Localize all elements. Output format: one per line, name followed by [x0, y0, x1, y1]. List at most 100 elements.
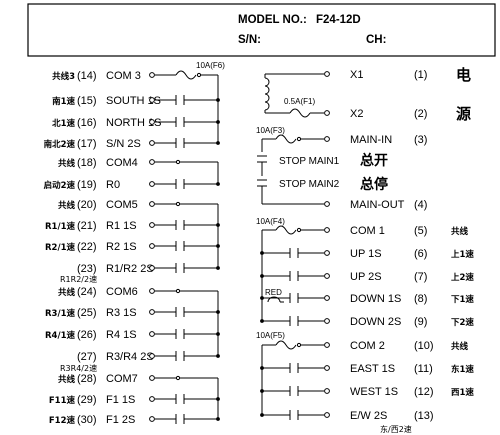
- left-terminal-cn: 共线: [58, 200, 76, 211]
- r12-sublabel: R1R2/2速: [60, 275, 97, 284]
- right-terminal-row: DOWN 1S(8)下1速: [324, 293, 474, 305]
- left-terminal-num: (21): [77, 220, 97, 232]
- left-terminal-node: [149, 140, 155, 146]
- right-terminal-row: COM 2(10)共线: [324, 340, 469, 352]
- left-terminal-row: 北1速(16)NORTH 1S: [52, 117, 161, 129]
- left-terminal-label: SOUTH 1S: [106, 95, 161, 107]
- right-terminal-row: MAIN-OUT(4): [324, 199, 427, 211]
- right-terminal-num: (12): [414, 386, 434, 398]
- header-box: MODEL NO.: F24-12D S/N: CH:: [27, 3, 496, 57]
- left-terminal-cn: F12速: [49, 415, 76, 426]
- stop-main1-label: STOP MAIN1: [279, 156, 340, 167]
- left-terminal-cn: R3/1速: [45, 308, 75, 319]
- left-terminal-node: [149, 72, 155, 78]
- left-terminal-cn: R4/1速: [45, 330, 75, 341]
- right-terminal-num: (6): [414, 248, 427, 260]
- left-terminal-row: R4/1速(26)R4 1S: [45, 329, 155, 341]
- left-terminal-cn: 南1速: [52, 96, 75, 107]
- right-terminal-label: COM 1: [350, 225, 385, 237]
- right-terminal-node: [324, 412, 330, 418]
- left-terminal-label: COM7: [106, 373, 138, 385]
- right-terminal-cn: 电: [456, 66, 471, 84]
- left-terminal-label: F1 2S: [106, 414, 135, 426]
- left-terminal-num: (29): [77, 394, 97, 406]
- left-terminal-node: [149, 396, 155, 402]
- left-terminal-num: (17): [77, 138, 97, 150]
- right-terminal-row: WEST 1S(12)西1速: [324, 386, 474, 398]
- right-terminal-row: UP 2S(7)上2速: [324, 271, 474, 283]
- left-terminal-node: [149, 119, 155, 125]
- left-terminal-row: F11速(29)F1 1S: [49, 394, 155, 406]
- left-terminal-label: R1 1S: [106, 220, 137, 232]
- right-terminal-label: X2: [350, 108, 363, 120]
- right-terminal-label: X1: [350, 69, 363, 81]
- left-terminal-num: (23): [77, 263, 97, 275]
- right-terminal-row: EAST 1S(11)东1速: [324, 363, 474, 375]
- right-terminal-num: (7): [414, 271, 427, 283]
- left-terminal-label: R3/R4 2S: [106, 351, 154, 363]
- right-terminal-node: [324, 136, 330, 142]
- left-terminal-label: COM6: [106, 286, 138, 298]
- ch-label: CH:: [366, 34, 386, 46]
- right-terminal-row: MAIN-IN(3): [324, 134, 427, 146]
- left-terminal-num: (26): [77, 329, 97, 341]
- right-terminal-cn: 下2速: [451, 317, 474, 328]
- sn-label: S/N:: [238, 34, 261, 46]
- left-terminal-cn: 共线: [58, 374, 76, 385]
- left-terminal-cn: R1/1速: [45, 221, 75, 232]
- right-terminal-node: [324, 201, 330, 207]
- left-terminal-label: R3 1S: [106, 307, 137, 319]
- left-terminal-cn: 北1速: [52, 118, 75, 129]
- right-terminal-label: DOWN 2S: [350, 316, 401, 328]
- right-terminal-label: DOWN 1S: [350, 293, 401, 305]
- right-terminal-label: E/W 2S: [350, 410, 387, 422]
- left-wiring: [155, 70, 220, 424]
- left-terminal-node: [149, 243, 155, 249]
- right-terminal-label: UP 1S: [350, 248, 382, 260]
- left-terminal-row: 南北2速(17)S/N 2S: [44, 138, 155, 150]
- right-terminal-num: (11): [414, 363, 433, 375]
- fuse-f3-label: 10A(F3): [256, 126, 285, 135]
- left-terminal-row: 共线(18)COM4: [58, 157, 155, 169]
- right-terminal-label: MAIN-IN: [350, 134, 392, 146]
- right-terminal-label: COM 2: [350, 340, 385, 352]
- left-terminal-num: (22): [77, 241, 97, 253]
- model-label: MODEL NO.:: [238, 14, 307, 26]
- left-terminal-node: [149, 97, 155, 103]
- right-terminal-num: (5): [414, 225, 427, 237]
- ew2-sublabel: 东/西2速: [380, 424, 412, 434]
- right-terminal-node: [324, 388, 330, 394]
- r34-sublabel: R3R4/2速: [60, 364, 97, 373]
- stop-open-cn: 总开: [360, 152, 388, 169]
- right-terminal-cn: 上1速: [451, 249, 474, 260]
- right-terminal-node: [324, 110, 330, 116]
- fuse-f4-label: 10A(F4): [256, 217, 285, 226]
- right-terminal-num: (9): [414, 316, 427, 328]
- left-terminal-node: [149, 222, 155, 228]
- left-terminal-node: [149, 353, 155, 359]
- left-terminal-num: (28): [77, 373, 97, 385]
- left-terminal-row: (23)R1/R2 2S: [77, 263, 155, 275]
- right-terminal-node: [324, 295, 330, 301]
- left-terminal-num: (20): [77, 199, 97, 211]
- left-terminal-num: (24): [77, 286, 97, 298]
- red-label: RED: [265, 288, 282, 297]
- left-terminal-row: R2/1速(22)R2 1S: [45, 241, 155, 253]
- left-terminal-cn: R2/1速: [45, 242, 75, 253]
- right-terminal-row: DOWN 2S (9) 下2速: [324, 316, 474, 328]
- header-frame: [27, 3, 496, 57]
- left-terminal-node: [149, 416, 155, 422]
- left-terminal-cn: 南北2速: [44, 139, 76, 150]
- left-terminal-label: F1 1S: [106, 394, 135, 406]
- stop-main2-label: STOP MAIN2: [279, 179, 340, 190]
- left-terminal-row: 共线(28) COM7: [58, 373, 155, 385]
- left-terminal-cn: 启动2速: [44, 180, 76, 191]
- left-terminal-row: F12速(30)F1 2S: [49, 414, 155, 426]
- left-terminal-label: NORTH 1S: [106, 117, 161, 129]
- left-terminal-row: 共线(20)COM5: [58, 199, 155, 211]
- left-terminal-row: (27)R3/R4 2S: [77, 351, 155, 363]
- left-terminal-num: (14): [77, 70, 97, 82]
